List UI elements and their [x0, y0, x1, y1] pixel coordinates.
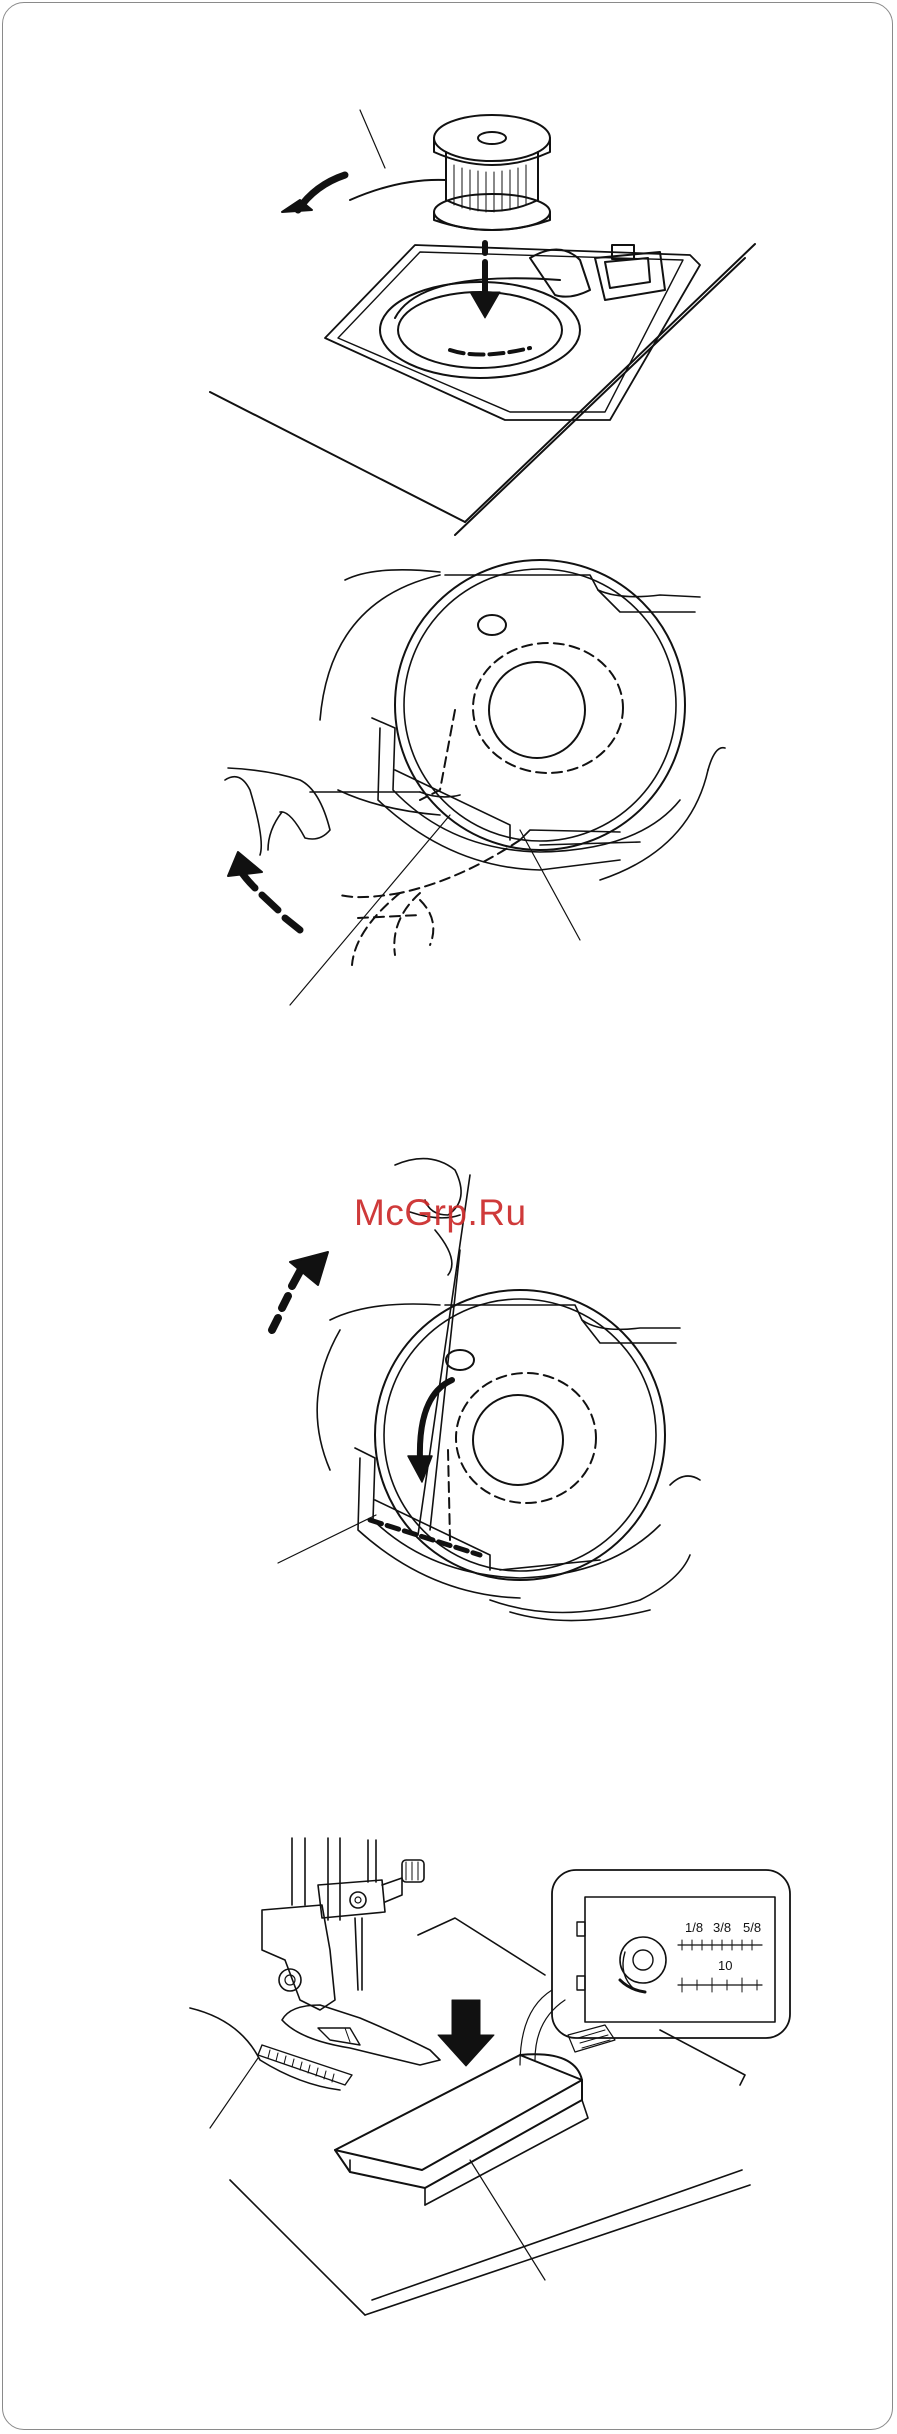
watermark: McGrp.Ru: [354, 1192, 527, 1234]
step2-bobbin-thread-notch-illustration: [225, 560, 725, 1005]
seam-guide-label-3-8: 3/8: [713, 1920, 731, 1935]
seam-guide-label-10mm: 10: [718, 1958, 732, 1973]
seam-guide-label-1-8: 1/8: [685, 1920, 703, 1935]
seam-guide-label-5-8: 5/8: [743, 1920, 761, 1935]
step4-cover-plate-attach-illustration: [190, 1838, 790, 2315]
step1-bobbin-insert-illustration: [210, 110, 755, 535]
